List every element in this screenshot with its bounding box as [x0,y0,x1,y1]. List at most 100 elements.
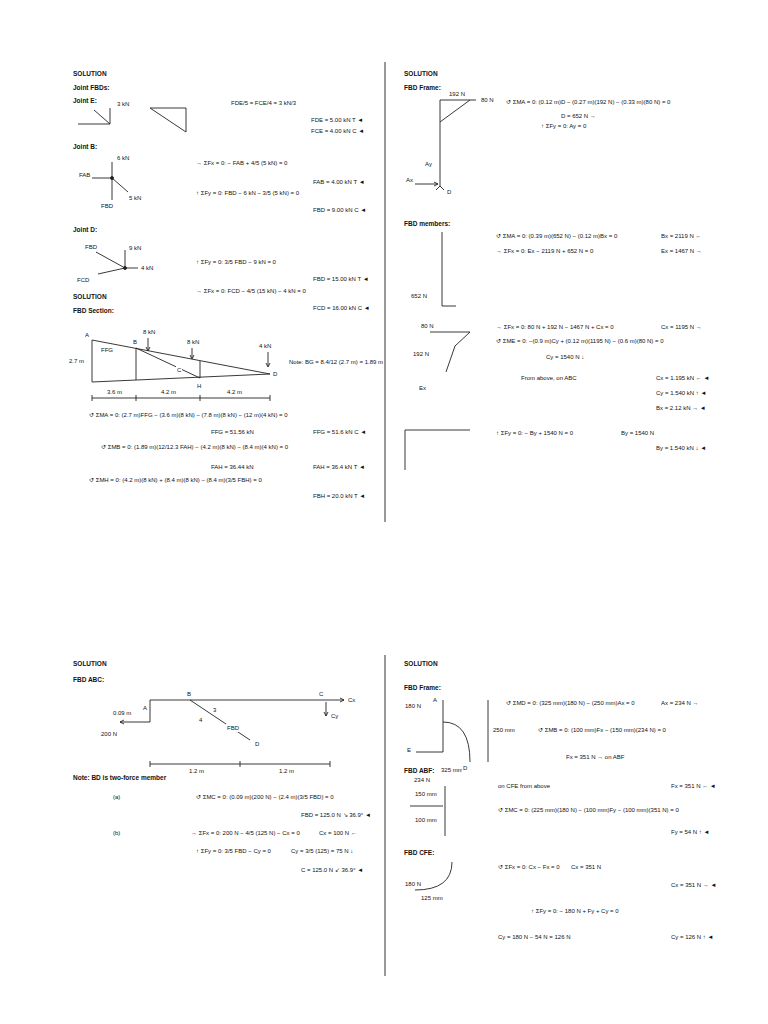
equation-text: 150 mm [414,790,438,798]
equation-text: ↺ ΣFx = 0: Cx − Fx = 0 [497,863,561,871]
equation-text: C [176,366,182,374]
section-heading: Joint FBDs: [72,84,110,92]
equation-text: 100 mm [414,816,438,824]
section-heading: FBD members: [403,220,451,228]
joint-e-sketch [78,108,186,132]
equation-text: 200 N [100,730,118,738]
equation-text: 192 N [448,90,466,98]
equation-text: D [446,188,452,196]
equation-text: FFG = 51.56 kN [210,428,255,436]
equation-text: By = 1540 N [620,429,655,437]
equation-text: Cy = 126 N ↑ ◄ [670,933,714,941]
equation-text: FBD [226,724,240,732]
equation-text: 3.6 m [106,388,123,396]
equation-text: Cy = 1.540 kN ↑ ◄ [655,389,707,397]
equation-text: 9 kN [128,244,142,252]
equation-text: ↑ ΣFy = 0: 3/5 FBD − Cy = 0 [195,847,272,855]
equation-text: Cy = 180 N − 54 N = 126 N [497,933,572,941]
equation-text: Fy = 54 N ↑ ◄ [670,828,710,836]
equation-text: D = 652 N → [560,112,597,120]
equation-text: Cy = 3/5 (125) = 75 N ↓ [290,847,354,855]
equation-text: Fx = 351 N ← ◄ [670,782,717,790]
equation-text: Cx = 1195 N → [660,323,703,331]
equation-text: ↑ ΣFy = 0: FBD − 6 kN − 3/5 (5 kN) = 0 [195,189,300,197]
equation-text: 234 N [413,776,431,784]
equation-text: Ax = 234 N → [660,699,700,707]
equation-text: Ay [424,160,433,168]
equation-text: → ΣFx = 0: − FAB + 4/5 (5 kN) = 0 [195,159,288,167]
truss-section-sketch [92,338,270,401]
equation-text: From above, on ABC [520,374,578,382]
equation-text: 652 N [410,292,428,300]
equation-text: 4 kN [140,264,154,272]
equation-text: 2.7 m [68,357,85,365]
equation-text: B [186,690,192,698]
equation-text: → ΣFx = 0: FCD − 4/5 (15 kN) − 4 kN = 0 [195,287,307,295]
equation-text: → ΣFx = 0: 200 N − 4/5 (125 N) − Cx = 0 [190,829,301,837]
equation-text: FAB [78,171,91,179]
equation-text: 4 [198,716,203,724]
section-heading: FBD Section: [72,307,115,315]
equation-text: → ΣFx = 0: Ex − 2119 N + 652 N = 0 [495,247,594,255]
equation-text: E [406,746,412,754]
equation-text: ↺ ΣMH = 0: (4.2 m)(8 kN) + (8.4 m)(8 kN)… [88,476,263,484]
equation-text: Cy = 1540 N ↓ [545,353,585,361]
equation-text: FBD = 125.0 N ↘ 36.9° ◄ [300,811,372,819]
frame-sketch [415,100,476,190]
equation-text: Cy [330,712,339,720]
equation-text: FDE/5 = FCE/4 = 3 kN/3 [230,99,297,107]
equation-text: 325 mm [440,766,464,774]
equation-text: FCD = 16.00 kN C ◄ [312,304,371,312]
equation-text: (a) [112,793,121,801]
equation-text: Cx [347,696,356,704]
equation-text: 4.2 m [226,388,243,396]
equation-text: By = 1.540 kN ↓ ◄ [655,444,707,452]
joint-b-sketch [92,162,128,200]
column-divider [385,62,386,522]
equation-text: C = 125.0 N ↙ 36.9° ◄ [300,866,364,874]
section-heading: SOLUTION [403,70,439,78]
equation-text: A [84,331,90,339]
equation-text: ↺ ΣMC = 0: (0.09 m)(200 N) − (2.4 m)(3/5… [195,793,335,801]
member-sketches [405,232,470,470]
equation-text: 250 mm [492,726,516,734]
equation-text: 192 N [412,350,430,358]
equation-text: FFG [100,346,114,354]
equation-text: FAB = 4.00 kN T ◄ [312,178,366,186]
section-heading: SOLUTION [403,660,439,668]
equation-text: ↑ ΣFy = 0: − 180 N + Fy + Cy = 0 [530,907,620,915]
section-heading: FBD Frame: [403,84,442,92]
equation-text: Cx = 100 N ← [318,829,358,837]
section-heading: Joint D: [72,226,98,234]
section-heading: FBD ABF: [403,767,435,775]
abc-sketch [120,698,344,767]
section-heading: SOLUTION [72,660,108,668]
equation-text: 6 kN [116,154,130,162]
equation-text: 5 kN [128,194,142,202]
equation-text: 8 kN [142,328,156,336]
section-heading: Joint E: [72,97,98,105]
equation-text: FBD [84,243,98,251]
section-heading: Joint B: [72,143,98,151]
equation-text: 80 N [480,96,495,104]
equation-text: ↑ ΣFy = 0: 3/5 FBD − 9 kN = 0 [195,258,277,266]
equation-text: ↺ ΣMA = 0: (0.12 m)D − (0.27 m)(192 N) −… [505,98,671,106]
equation-text: Ex [418,384,427,392]
equation-text: ↺ ΣMA = 0: (0.39 m)(652 N) − (0.12 m)Bx … [495,232,618,240]
equation-text: H [196,382,202,390]
equation-text: Note: BG = 8.4/12 (2.7 m) = 1.89 m [288,358,384,366]
section-heading: FBD CFE: [403,849,435,857]
equation-text: ↺ ΣMA = 0: (2.7 m)FFG − (3.6 m)(8 kN) − … [88,411,289,419]
column-divider [385,655,386,976]
joint-d-sketch [96,250,138,274]
equation-text: ↺ ΣMD = 0: (325 mm)(180 N) − (250 mm)Ax … [505,699,636,707]
equation-text: 1.2 m [188,767,205,775]
section-heading: FBD Frame: [403,684,442,692]
equation-text: 3 kN [116,100,130,108]
equation-text: Cx = 351 N → ◄ [670,881,717,889]
equation-text: Ex = 1467 N → [660,247,703,255]
equation-text: 4.2 m [160,388,177,396]
equation-text: 1.2 m [278,767,295,775]
equation-text: Bx = 2.12 kN → ◄ [655,404,707,412]
